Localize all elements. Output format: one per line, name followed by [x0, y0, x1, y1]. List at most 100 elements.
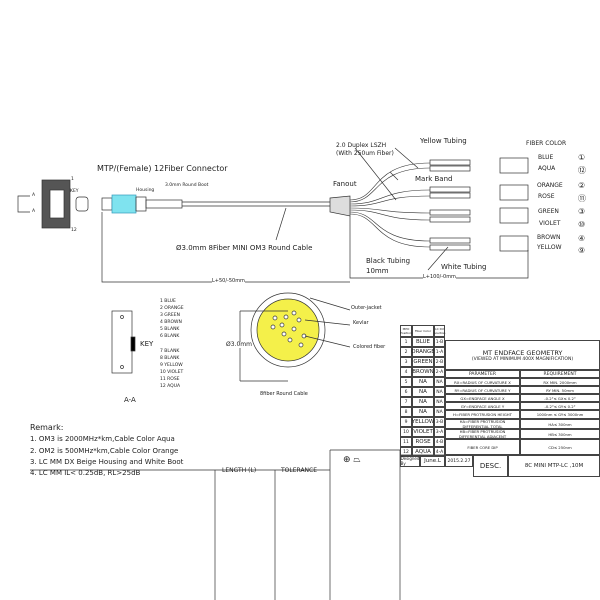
- housing-label: Housing: [136, 188, 155, 193]
- pin-table-cell: 12: [400, 447, 412, 457]
- pinout-label: 8 BLANK: [160, 356, 180, 361]
- pinout-label: 12 AQUA: [160, 384, 181, 389]
- duplex-label: 2.0 Duplex LSZH: [336, 142, 387, 149]
- pin-table-cell: NA: [434, 387, 445, 397]
- key-label: KEY: [140, 340, 154, 348]
- cable-label: Ø3.0mm 8Fiber MINI OM3 Round Cable: [176, 244, 313, 252]
- length-dimension: L+50/-50mm: [212, 278, 245, 284]
- pin-table-cell: NA: [434, 377, 445, 387]
- geometry-cell: 1000nm ≤ GY≤ 3000nm: [520, 410, 600, 419]
- fiber-color-name: VIOLET: [539, 220, 561, 227]
- designer-name: June.L: [420, 455, 445, 467]
- yellow-tubing-label: Yellow Tubing: [420, 137, 467, 145]
- pin-12-mark: 12: [71, 228, 77, 233]
- remark-item: 2. OM2 is 500MHz*km,Cable Color Orange: [30, 447, 179, 455]
- description: 8C MINI MTP-LC ,10M: [508, 455, 600, 477]
- geometry-cell: HA≤ 300nm: [520, 419, 600, 429]
- pin-table-header: MPO Position: [400, 325, 412, 337]
- geometry-cell: HB=FIBER PROTRUSION DIFFERENTIAL ADJACEN…: [445, 429, 520, 439]
- geometry-cell: GY=ENDFACE ANGLE Y: [445, 402, 520, 410]
- remark-title: Remark:: [30, 423, 64, 432]
- pin-table-cell: ORANGE: [411, 347, 435, 357]
- fiber-color-number: ⑩: [578, 220, 586, 229]
- pin-1-mark: 1: [71, 177, 74, 182]
- desc-label: DESC.: [473, 455, 508, 477]
- pin-table-cell: YELLOW: [411, 417, 435, 427]
- pin-table-header: LC DX position: [433, 325, 446, 337]
- geometry-cell: H=FIBER PROTRUSION HEIGHT: [445, 410, 520, 419]
- geometry-title: MT ENDFACE GEOMETRY: [482, 348, 563, 357]
- mark-band-label: Mark Band: [415, 175, 453, 183]
- geometry-cell: GX=ENDFACE ANGLE X: [445, 394, 520, 402]
- section-label: A-A: [124, 396, 136, 404]
- fiber-color-number: ⑫: [578, 166, 586, 175]
- geometry-cell: RY=RADIUS OF CURVATURE Y: [445, 386, 520, 394]
- geometry-cell: CD≤ 250nm: [520, 439, 600, 455]
- pin-table-cell: 1-A: [434, 347, 445, 357]
- fiber-color-name: YELLOW: [537, 244, 562, 251]
- pin-table-cell: 8: [400, 407, 412, 417]
- fiber-color-number: ⑨: [578, 246, 586, 255]
- pinout-label: 3 GREEN: [160, 313, 180, 318]
- pin-table-cell: NA: [412, 387, 434, 397]
- pin-table-cell: 3-B: [434, 417, 445, 427]
- pin-table-cell: 10: [400, 427, 412, 437]
- white-tubing-label: White Tubing: [441, 263, 487, 271]
- fiber-color-number: ⑪: [578, 194, 586, 203]
- projection-symbol-icon: ⊕ ⏢: [343, 455, 361, 465]
- fiber-color-title: FIBER COLOR: [526, 140, 567, 147]
- key-small: KEY: [70, 189, 79, 194]
- pinout-label: 2 ORANGE: [160, 306, 184, 311]
- pin-table-cell: NA: [412, 407, 434, 417]
- pin-table-cell: 9: [400, 417, 412, 427]
- pinout-label: 11 ROSE: [160, 377, 180, 382]
- geometry-header: REQUIREMENT: [520, 370, 600, 378]
- remark-item: 3. LC MM DX Beige Housing and White Boot: [30, 458, 184, 466]
- pin-table-cell: 2-B: [434, 357, 445, 367]
- geometry-cell: HB≤ 300nm: [520, 429, 600, 439]
- fiber-color-name: BLUE: [538, 154, 554, 161]
- fiber-color-name: ORANGE: [537, 182, 563, 189]
- geometry-cell: RX MIN. 2000mm: [520, 378, 600, 386]
- diameter-label: Ø3.0mm: [226, 341, 252, 348]
- pin-table-cell: 2-A: [434, 367, 445, 377]
- pin-table-cell: VIOLET: [412, 427, 434, 437]
- connector-title: MTP/(Female) 12Fiber Connector: [97, 164, 228, 173]
- pin-table-cell: GREEN: [412, 357, 434, 367]
- fiber-color-number: ③: [578, 207, 586, 216]
- duplex-sub-label: (With 250um Fiber): [336, 150, 394, 157]
- pin-table-cell: 5: [400, 377, 412, 387]
- remark-item: 4. LC MM IL< 0.25dB, RL>25dB: [30, 469, 141, 477]
- pin-table-cell: NA: [434, 407, 445, 417]
- remark-item: 1. OM3 is 2000MHz*km,Cable Color Aqua: [30, 435, 175, 443]
- pin-table-cell: 1: [400, 337, 412, 347]
- colored-fiber-label: Colored fiber: [353, 344, 386, 350]
- section-mark-bottom: A: [32, 209, 36, 214]
- pinout-label: 4 BROWN: [160, 320, 182, 325]
- pin-table-cell: NA: [412, 377, 434, 387]
- pin-table-cell: 3: [400, 357, 412, 367]
- pin-table-cell: BLUE: [412, 337, 434, 347]
- boot-label: 3.0mm Round Boot: [165, 183, 209, 188]
- pinout-label: 10 VIOLET: [160, 370, 184, 375]
- pin-table-cell: ROSE: [412, 437, 434, 447]
- length-header: LENGTH (L): [222, 467, 257, 474]
- pinout-label: 1 BLUE: [160, 299, 176, 304]
- length-dimension-2: L+100/-0mm: [423, 274, 456, 280]
- designed-by-label: Designed By: [400, 455, 420, 467]
- pin-table-cell: 7: [400, 397, 412, 407]
- fiber-color-name: AQUA: [538, 165, 556, 172]
- pin-table-cell: AQUA: [412, 447, 434, 457]
- kevlar-label: Kevlar: [353, 320, 369, 326]
- pin-table-header: Fiber Color: [412, 325, 434, 337]
- section-mark-top: A: [32, 193, 36, 198]
- geometry-cell: RY MIN. 50mm: [520, 386, 600, 394]
- fiber-color-name: ROSE: [538, 193, 555, 200]
- geometry-header: PARAMETER: [445, 370, 520, 378]
- pin-table-cell: 3-A: [434, 427, 445, 437]
- pinout-label: 7 BLANK: [160, 349, 180, 354]
- pin-table-cell: 11: [400, 437, 412, 447]
- pin-table-cell: 4: [400, 367, 412, 377]
- outer-jacket-label: Outer-jacket: [351, 305, 382, 311]
